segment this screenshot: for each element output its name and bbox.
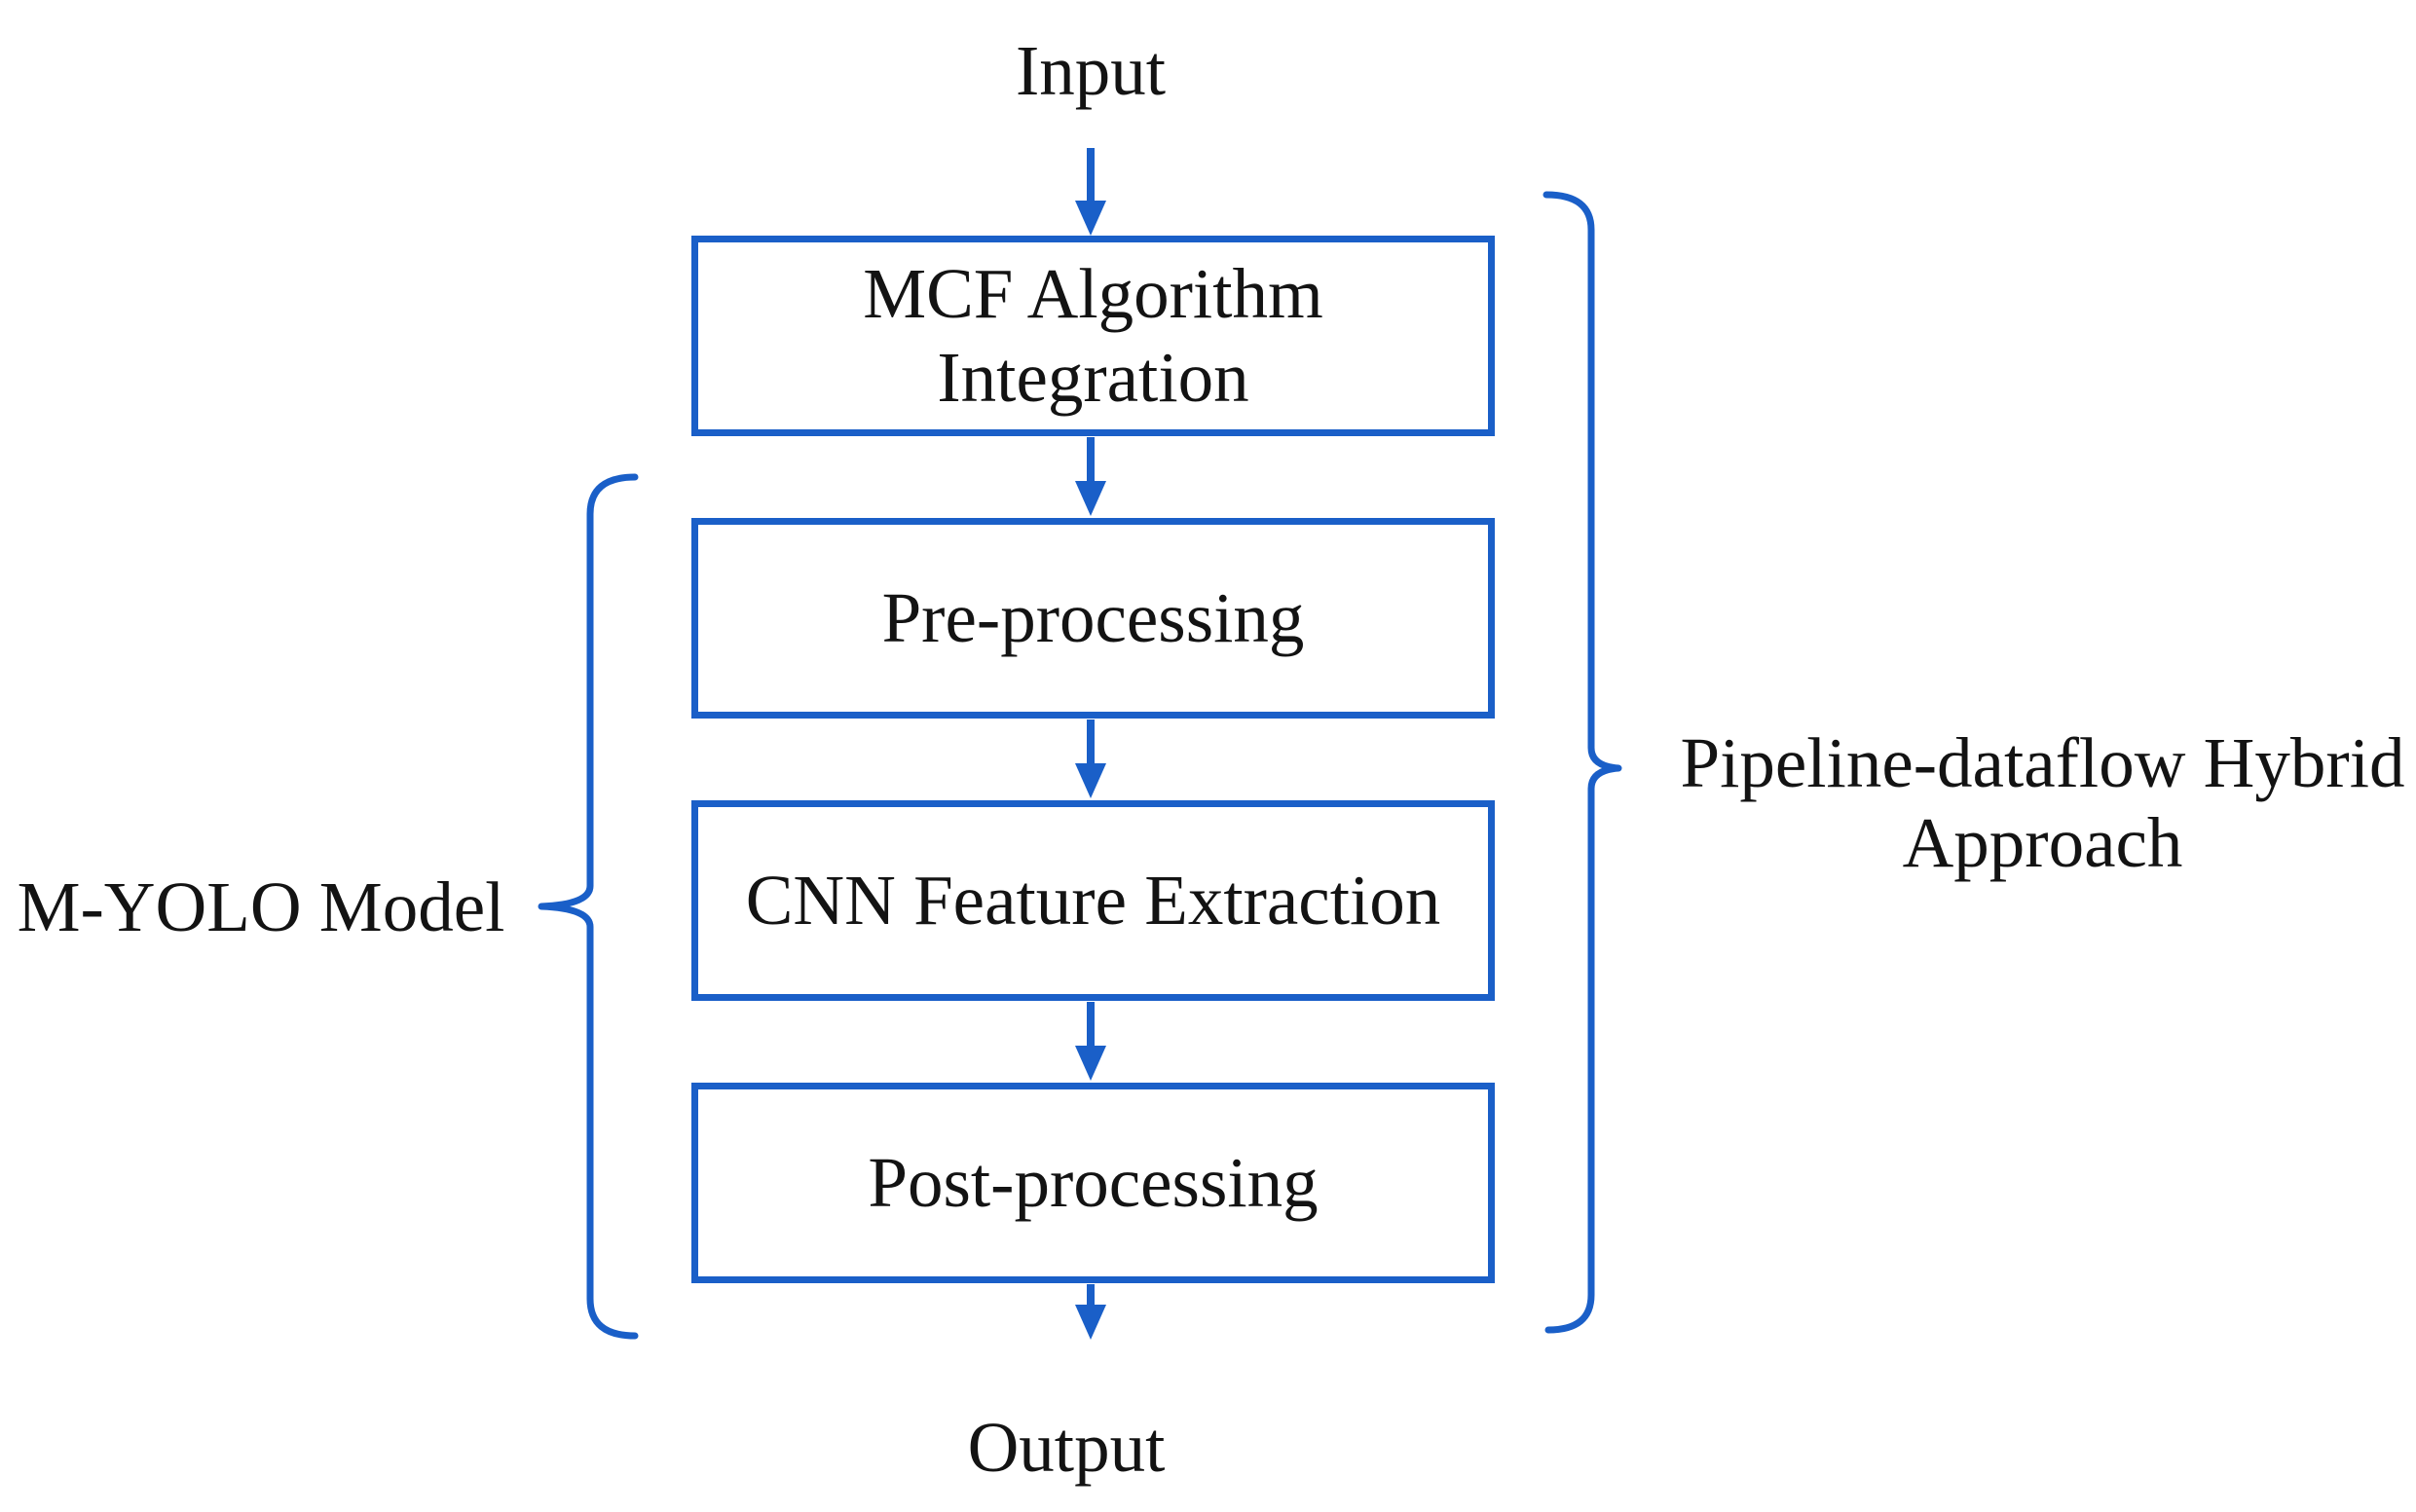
arrow-post-to-output xyxy=(1075,1284,1106,1340)
box-post-processing: Post-processing xyxy=(691,1083,1495,1283)
left-bracket-label: M-YOLO Model xyxy=(17,867,505,946)
right-brace xyxy=(1543,191,1622,1334)
arrow-head-icon xyxy=(1075,201,1106,236)
box-text-line: Post-processing xyxy=(868,1143,1319,1222)
box-pre-processing: Pre-processing xyxy=(691,518,1495,719)
arrow-mcf-to-pre xyxy=(1075,437,1106,516)
box-text-line: Integration xyxy=(937,338,1249,417)
box-text-line: CNN Feature Extraction xyxy=(745,861,1441,940)
right-bracket-label-line: Pipeline-dataflow Hybrid xyxy=(1680,723,2405,802)
arrow-cnn-to-post xyxy=(1075,1002,1106,1081)
input-label: Input xyxy=(1015,31,1167,110)
right-bracket-label-line: Approach xyxy=(1902,803,2183,882)
right-bracket-label: Pipeline-dataflow Hybrid Approach xyxy=(1655,723,2416,883)
arrow-head-icon xyxy=(1075,1046,1106,1081)
box-text-line: Pre-processing xyxy=(881,578,1305,657)
arrow-head-icon xyxy=(1075,763,1106,798)
arrow-input-to-mcf xyxy=(1075,148,1106,236)
box-mcf-algorithm-integration: MCF Algorithm Integration xyxy=(691,236,1495,436)
output-label: Output xyxy=(967,1408,1166,1487)
left-brace xyxy=(538,473,639,1340)
arrow-head-icon xyxy=(1075,1305,1106,1340)
arrow-pre-to-cnn xyxy=(1075,719,1106,798)
box-text-line: MCF Algorithm xyxy=(863,254,1323,333)
box-cnn-feature-extraction: CNN Feature Extraction xyxy=(691,800,1495,1001)
arrow-head-icon xyxy=(1075,481,1106,516)
